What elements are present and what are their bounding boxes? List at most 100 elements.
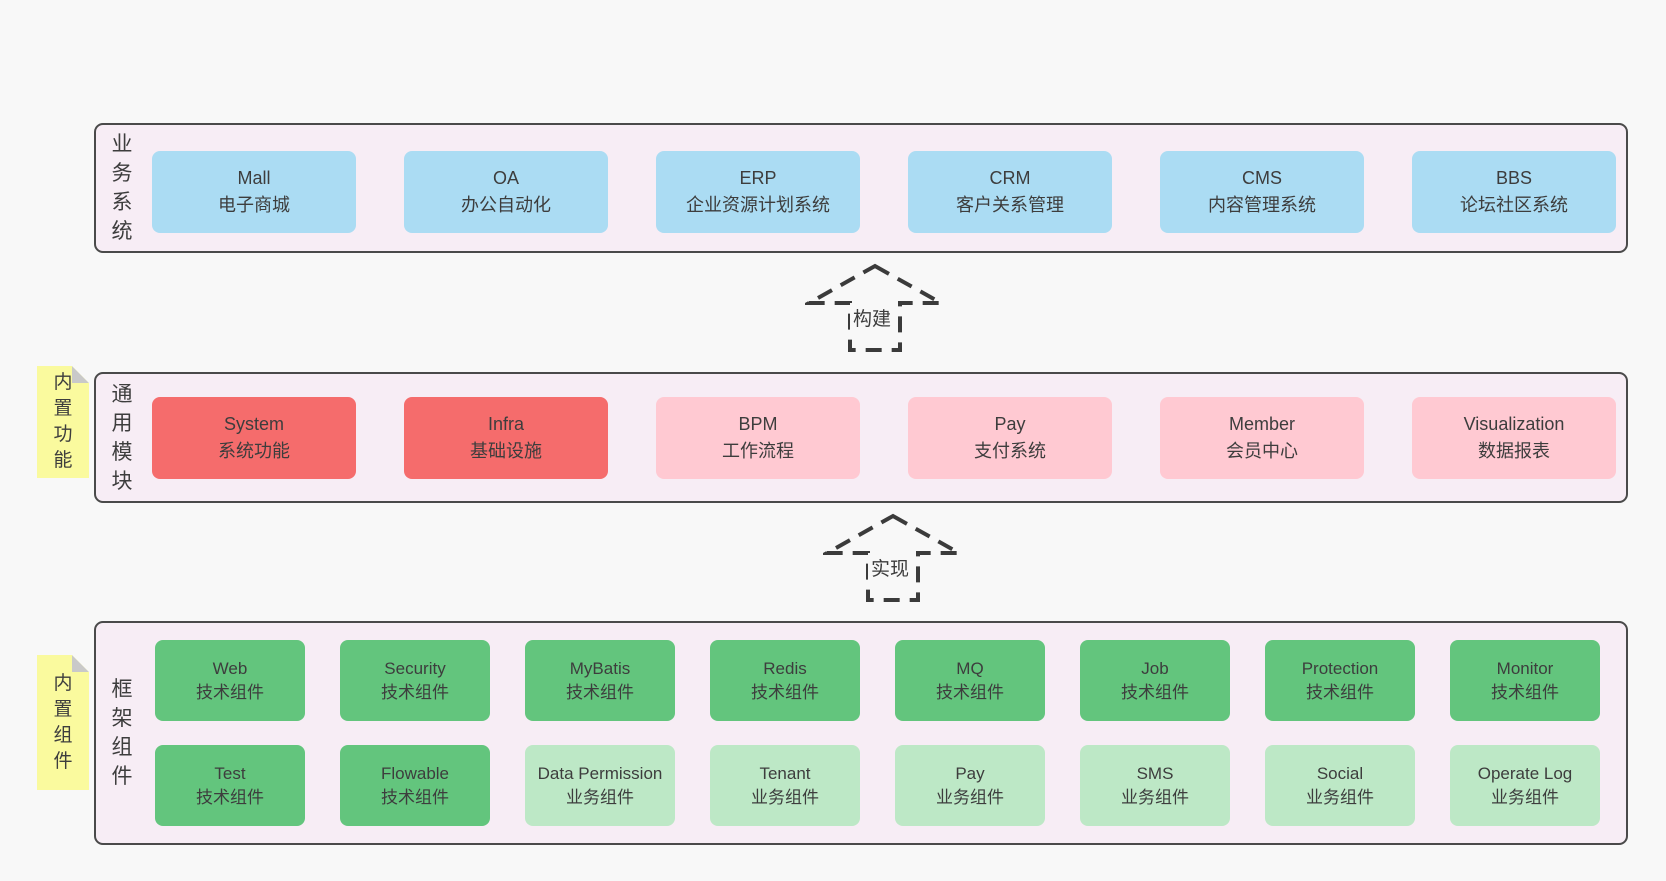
layer-framework-components: 框架组件 Web 技术组件 Security 技术组件 MyBatis 技术组件… <box>94 621 1628 845</box>
box-monitor: Monitor 技术组件 <box>1450 640 1600 721</box>
box-title: Tenant <box>759 763 811 783</box>
business-systems-row: Mall 电子商城 OA 办公自动化 ERP 企业资源计划系统 CRM 客户关系… <box>152 151 1616 233</box>
box-subtitle: 支付系统 <box>974 441 1046 461</box>
box-title: BBS <box>1495 168 1533 188</box>
box-mybatis: MyBatis 技术组件 <box>525 640 675 721</box>
box-cms: CMS 内容管理系统 <box>1160 151 1364 233</box>
box-infra: Infra 基础设施 <box>404 397 608 479</box>
box-title: Operate Log <box>1477 763 1573 783</box>
box-title: Security <box>384 658 446 678</box>
box-title: OA <box>492 168 519 188</box>
box-job: Job 技术组件 <box>1080 640 1230 721</box>
box-flowable: Flowable 技术组件 <box>340 745 490 826</box>
box-pay-system: Pay 支付系统 <box>908 397 1112 479</box>
dashed-up-arrow-implement <box>823 513 963 602</box>
box-security: Security 技术组件 <box>340 640 490 721</box>
box-tenant: Tenant 业务组件 <box>710 745 860 826</box>
layer-label-business-systems: 业务系统 <box>111 133 133 243</box>
box-visualization: Visualization 数据报表 <box>1412 397 1616 479</box>
box-subtitle: 数据报表 <box>1478 441 1550 461</box>
box-subtitle: 系统功能 <box>218 441 290 461</box>
box-subtitle: 技术组件 <box>566 682 634 702</box>
box-pay-component: Pay 业务组件 <box>895 745 1045 826</box>
box-subtitle: 工作流程 <box>722 441 794 461</box>
box-subtitle: 业务组件 <box>1121 787 1189 807</box>
box-title: MQ <box>956 658 984 678</box>
box-social: Social 业务组件 <box>1265 745 1415 826</box>
layer-business-systems: 业务系统 Mall 电子商城 OA 办公自动化 ERP 企业资源计划系统 CRM… <box>94 123 1628 253</box>
box-title: Protection <box>1301 658 1379 678</box>
arrow-label-build: 构建 <box>850 303 895 332</box>
box-protection: Protection 技术组件 <box>1265 640 1415 721</box>
box-title: CMS <box>1242 168 1282 188</box>
box-title: SMS <box>1136 763 1174 783</box>
sticky-note-builtin-components: 内置组件 <box>37 655 89 790</box>
sticky-note-text: 内置组件 <box>53 672 73 772</box>
box-subtitle: 业务组件 <box>751 787 819 807</box>
box-subtitle: 客户关系管理 <box>956 195 1064 215</box>
box-member: Member 会员中心 <box>1160 397 1364 479</box>
box-subtitle: 内容管理系统 <box>1208 195 1316 215</box>
box-bpm: BPM 工作流程 <box>656 397 860 479</box>
box-title: ERP <box>739 168 777 188</box>
box-sms: SMS 业务组件 <box>1080 745 1230 826</box>
common-modules-row: System 系统功能 Infra 基础设施 BPM 工作流程 Pay 支付系统… <box>152 397 1616 479</box>
box-subtitle: 电子商城 <box>218 195 290 215</box>
box-crm: CRM 客户关系管理 <box>908 151 1112 233</box>
box-subtitle: 技术组件 <box>381 787 449 807</box>
box-mall: Mall 电子商城 <box>152 151 356 233</box>
box-subtitle: 技术组件 <box>1491 682 1559 702</box>
box-title: Mall <box>237 168 271 188</box>
box-oa: OA 办公自动化 <box>404 151 608 233</box>
dashed-up-arrow-build <box>805 263 945 352</box>
sticky-note-builtin-features: 内置功能 <box>37 366 89 478</box>
box-title: Data Permission <box>537 763 663 783</box>
box-bbs: BBS 论坛社区系统 <box>1412 151 1616 233</box>
sticky-note-text: 内置功能 <box>53 372 73 471</box>
box-data-permission: Data Permission 业务组件 <box>525 745 675 826</box>
arrow-label-implement: 实现 <box>868 553 913 582</box>
box-subtitle: 业务组件 <box>936 787 1004 807</box>
box-mq: MQ 技术组件 <box>895 640 1045 721</box>
box-redis: Redis 技术组件 <box>710 640 860 721</box>
box-subtitle: 技术组件 <box>381 682 449 702</box>
box-title: Flowable <box>380 763 450 783</box>
box-title: Infra <box>487 414 525 434</box>
box-title: Member <box>1228 414 1295 434</box>
box-subtitle: 技术组件 <box>196 682 264 702</box>
box-subtitle: 会员中心 <box>1226 441 1298 461</box>
framework-components-row-1: Web 技术组件 Security 技术组件 MyBatis 技术组件 Redi… <box>155 640 1600 721</box>
box-subtitle: 技术组件 <box>751 682 819 702</box>
box-subtitle: 技术组件 <box>1121 682 1189 702</box>
layer-common-modules: 通用模块 System 系统功能 Infra 基础设施 BPM 工作流程 Pay… <box>94 372 1628 503</box>
box-erp: ERP 企业资源计划系统 <box>656 151 860 233</box>
framework-components-row-2: Test 技术组件 Flowable 技术组件 Data Permission … <box>155 745 1600 826</box>
layer-label-framework-components: 框架组件 <box>111 678 133 788</box>
box-subtitle: 论坛社区系统 <box>1460 195 1568 215</box>
box-subtitle: 技术组件 <box>196 787 264 807</box>
box-title: Visualization <box>1463 414 1565 434</box>
box-title: Pay <box>994 414 1026 434</box>
box-subtitle: 业务组件 <box>566 787 634 807</box>
box-system: System 系统功能 <box>152 397 356 479</box>
box-title: BPM <box>738 414 778 434</box>
box-subtitle: 企业资源计划系统 <box>686 195 830 215</box>
box-title: Test <box>214 763 246 783</box>
layer-label-common-modules: 通用模块 <box>111 382 133 493</box>
box-title: Web <box>212 658 248 678</box>
box-subtitle: 业务组件 <box>1491 787 1559 807</box>
box-subtitle: 业务组件 <box>1306 787 1374 807</box>
box-title: Monitor <box>1496 658 1554 678</box>
box-title: Social <box>1316 763 1364 783</box>
box-subtitle: 技术组件 <box>1306 682 1374 702</box>
box-title: MyBatis <box>569 658 631 678</box>
box-title: Job <box>1141 658 1169 678</box>
box-title: Redis <box>763 658 807 678</box>
box-operate-log: Operate Log 业务组件 <box>1450 745 1600 826</box>
sticky-note-label: 内置功能 <box>37 366 89 478</box>
sticky-note-label: 内置组件 <box>37 655 89 790</box>
box-title: CRM <box>989 168 1031 188</box>
box-title: Pay <box>955 763 985 783</box>
box-title: System <box>223 414 284 434</box>
box-subtitle: 基础设施 <box>470 441 542 461</box>
